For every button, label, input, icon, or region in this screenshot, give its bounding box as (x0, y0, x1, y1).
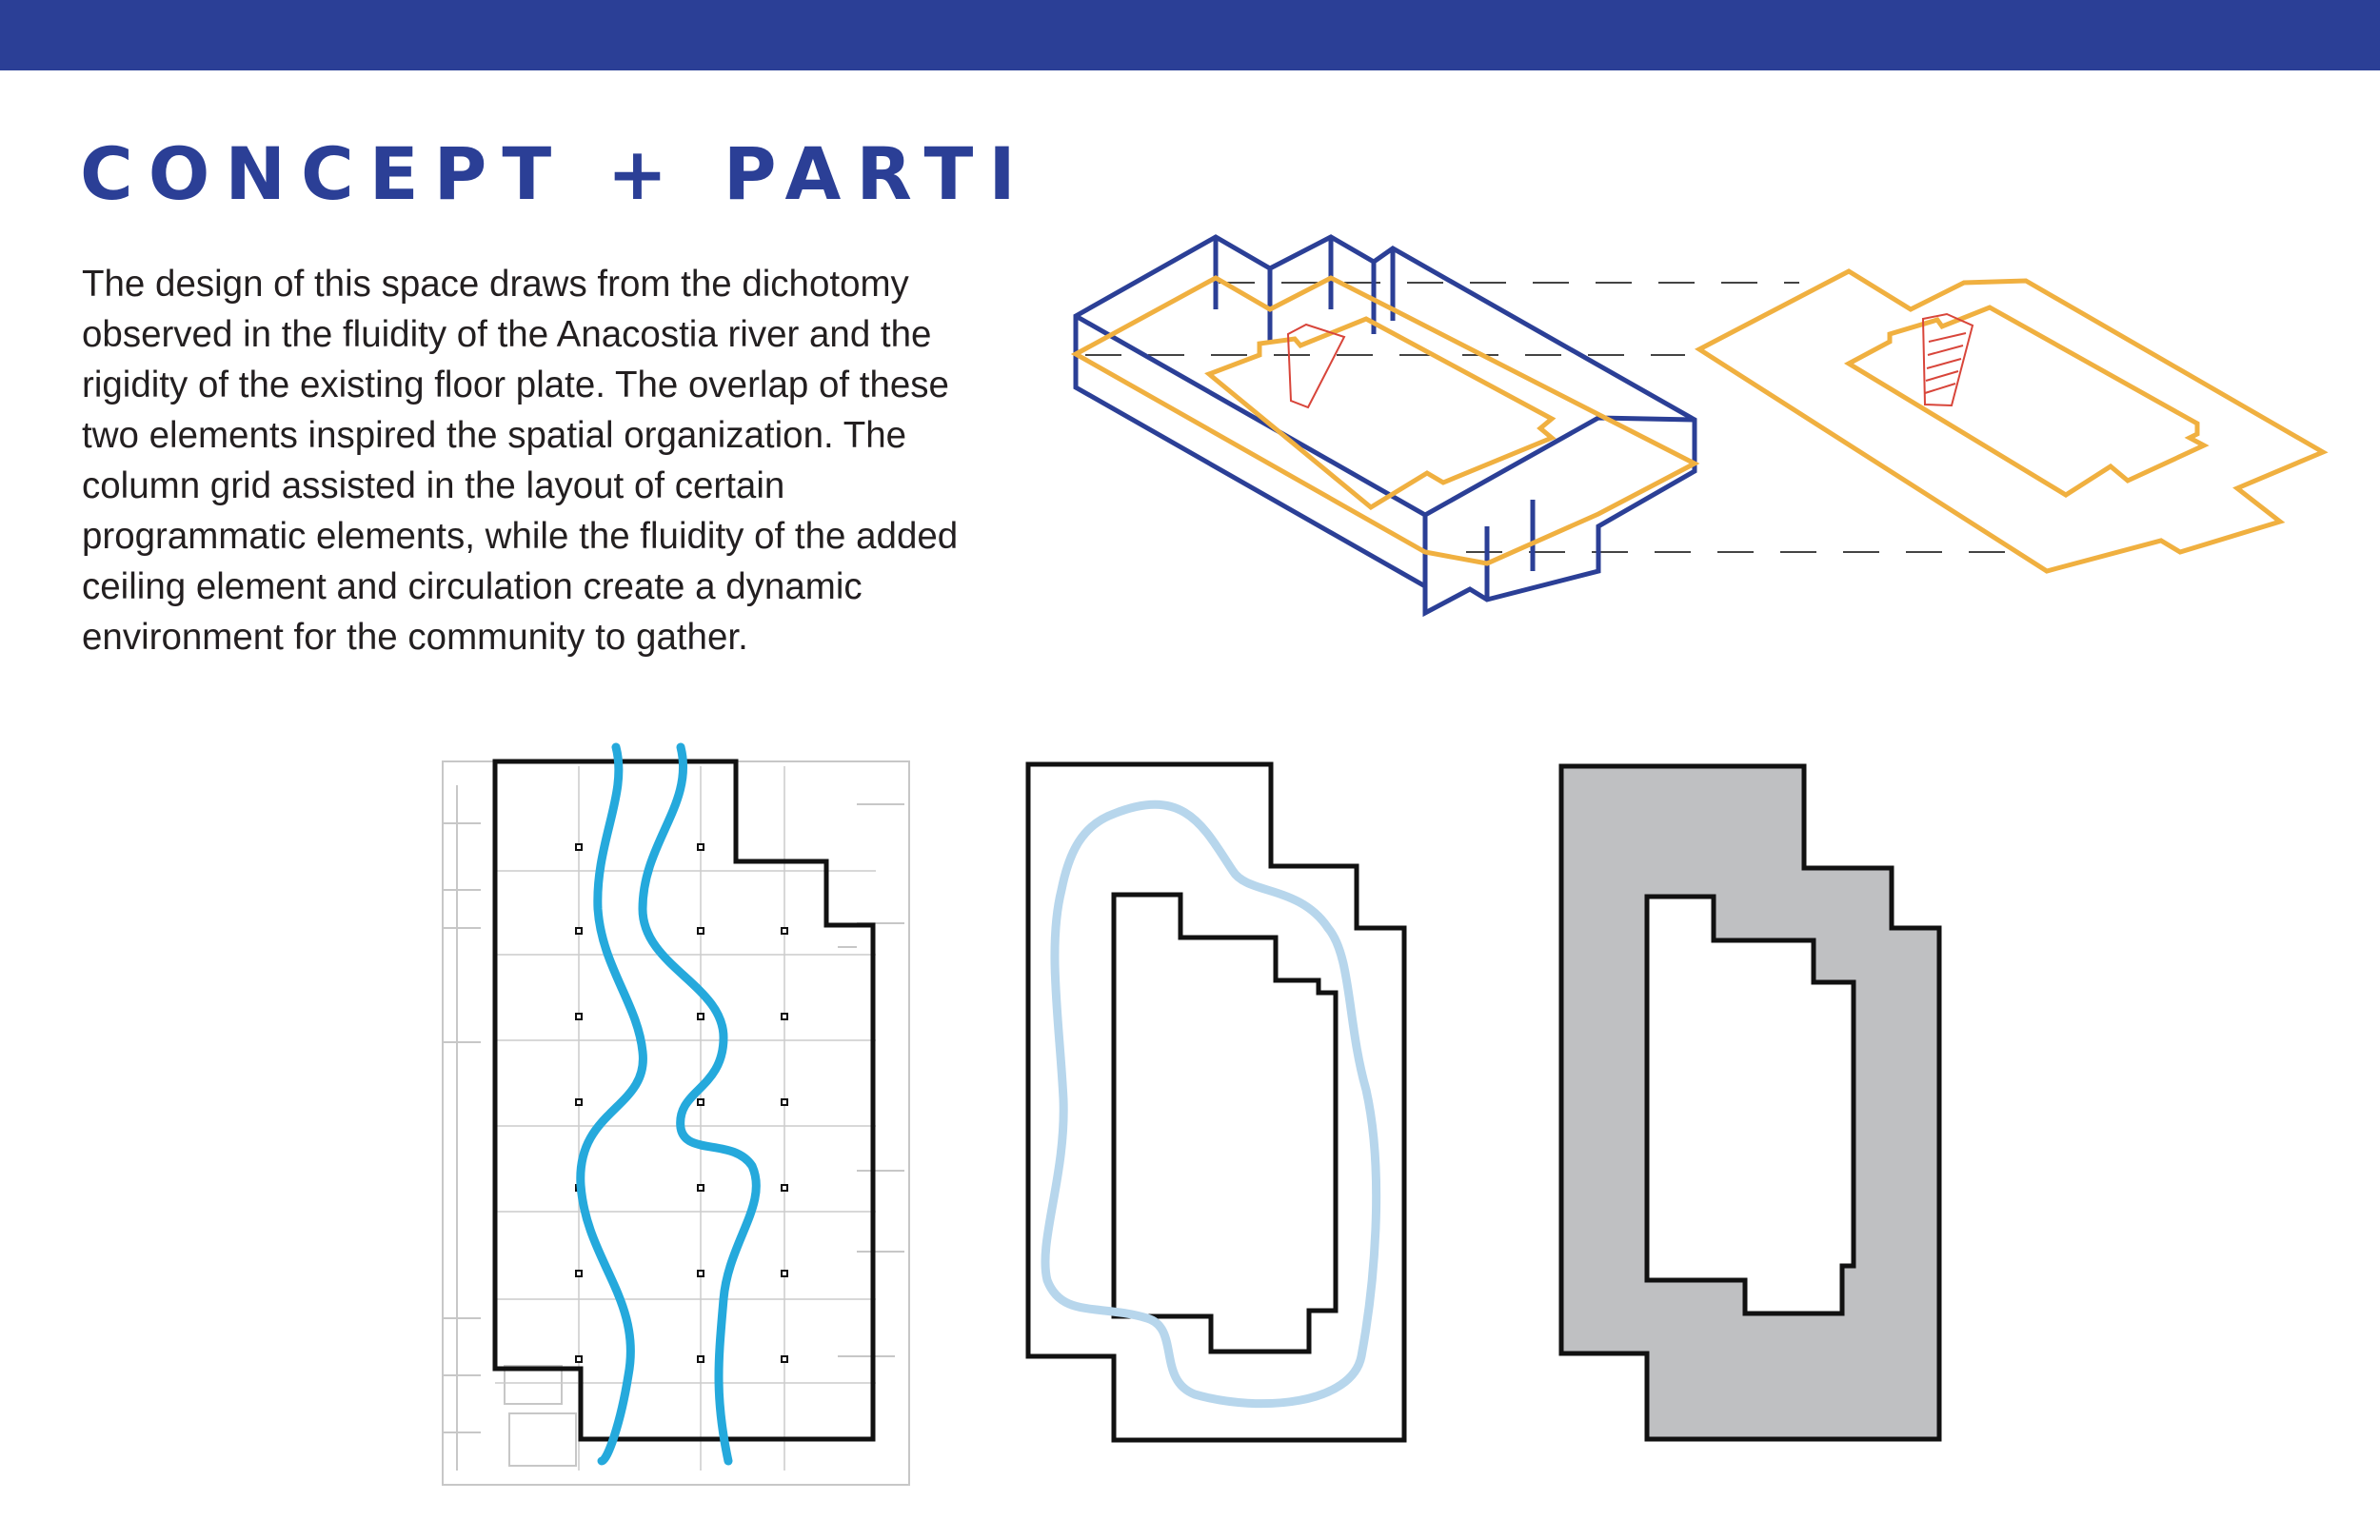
page-title: CONCEPT + PARTI (80, 131, 1031, 216)
ceiling-plan-exploded (1695, 268, 2329, 574)
floor-plate-box (1073, 234, 1697, 618)
courtyard-outline (1111, 892, 1339, 1354)
ceiling-plan-inner (1843, 305, 2210, 498)
header-band (0, 0, 2380, 70)
grid-lines (495, 766, 876, 1471)
ceiling-ring-plan-diagram (1558, 763, 1942, 1442)
underlay-outline (442, 760, 910, 1486)
circulation-loop (1041, 800, 1381, 1409)
box-outline (1073, 234, 1697, 618)
box-vertical-edges (1213, 237, 1396, 341)
river-edge-left (576, 742, 647, 1466)
ceiling-inner (1204, 316, 1557, 511)
isometric-axon-diagram (1070, 234, 2329, 618)
floor-plate-outline (1025, 761, 1407, 1443)
ceiling-ring (1558, 763, 1942, 1442)
ceiling-outer (1070, 275, 1700, 566)
existing-plan-underlay (442, 760, 910, 1486)
column-grid (575, 843, 788, 1363)
box-top-edge (1074, 313, 1696, 518)
concept-description: The design of this space draws from the … (82, 264, 959, 658)
river-plan-diagram (442, 742, 910, 1486)
river-edge-right (638, 742, 761, 1466)
ceiling-outline-on-box (1070, 275, 1700, 566)
circulation-plan-diagram (1025, 761, 1407, 1443)
stair-icon (1921, 312, 1974, 407)
anacostia-river (576, 742, 761, 1466)
ceiling-plan-outer (1695, 268, 2329, 574)
stair-icon (1286, 323, 1346, 409)
floor-plate-outline (492, 759, 876, 1442)
projection-lines (1085, 282, 2028, 553)
